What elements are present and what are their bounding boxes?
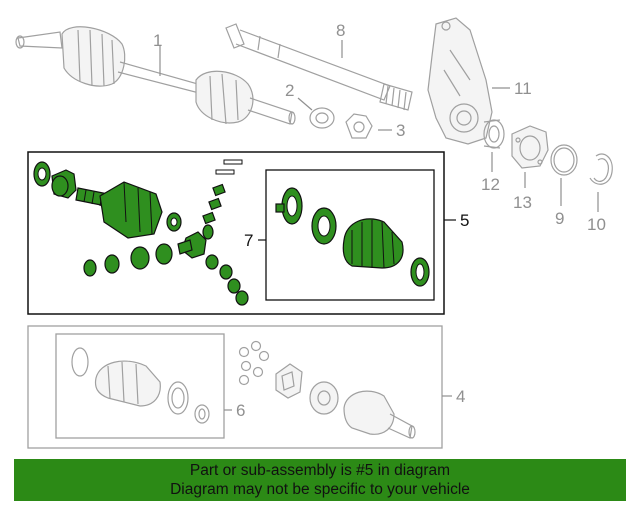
circlip-part	[589, 153, 613, 185]
callout-11: 11	[514, 79, 532, 98]
snap-ring-part	[550, 144, 578, 176]
bearing-part	[483, 119, 505, 149]
callout-10: 10	[587, 215, 606, 234]
callout-6: 6	[236, 401, 245, 420]
callout-2: 2	[285, 81, 294, 100]
parts-diagram: 1 8 2 3 11 12	[15, 17, 613, 449]
nut-part	[345, 113, 373, 139]
steering-knuckle	[427, 17, 493, 145]
boot-kit-6-frame	[55, 333, 225, 439]
seal-part	[309, 107, 335, 129]
assembly-4-frame	[27, 325, 443, 449]
callout-4: 4	[456, 387, 465, 406]
callout-1: 1	[153, 31, 162, 50]
callout-12: 12	[481, 175, 500, 194]
axle-shaft-assembly	[15, 26, 296, 125]
banner-line-1: Part or sub-assembly is #5 in diagram	[189, 462, 451, 479]
info-banner: Part or sub-assembly is #5 in diagram Di…	[14, 459, 626, 501]
boot-kit-parts	[275, 187, 430, 287]
inner-joint-kit-parts	[33, 159, 249, 306]
callout-3: 3	[396, 121, 405, 140]
boot-kit-7-frame	[265, 169, 435, 301]
callout-8: 8	[336, 21, 345, 40]
callout-7: 7	[244, 231, 253, 250]
intermediate-shaft	[225, 23, 413, 111]
banner-line-2: Diagram may not be specific to your vehi…	[170, 481, 470, 498]
callout-13: 13	[513, 193, 532, 212]
callout-9: 9	[555, 209, 564, 228]
outer-joint-kit-parts	[71, 340, 416, 439]
assembly-5-frame	[27, 151, 445, 315]
shield-plate	[511, 125, 549, 169]
callout-5: 5	[460, 211, 469, 230]
